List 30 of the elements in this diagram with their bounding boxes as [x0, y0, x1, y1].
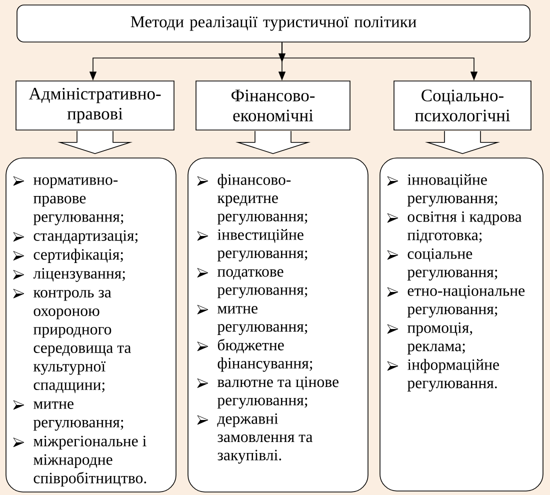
category-box: Фінансово-економічні — [196, 80, 350, 130]
block-arrow — [235, 130, 311, 154]
list-box — [380, 158, 544, 492]
list-item: промоція, реклама; — [407, 322, 472, 354]
title-box: Методи реалізації туристичної політики — [16, 4, 530, 42]
list-item: державні замовлення та закупівлі. — [217, 413, 313, 464]
category-box: Соціально-психологічні — [394, 80, 532, 130]
list-item: соціальне регулювання; — [407, 248, 498, 280]
list-item: митне регулювання; — [33, 401, 124, 431]
list-item: фінансово-кредитне регулювання; — [217, 174, 308, 225]
list-item: нормативно-правове регулювання; — [33, 177, 124, 226]
list-item: бюджетне фінансування; — [218, 338, 312, 372]
list-box — [6, 158, 176, 492]
list-item: стандартизація; — [34, 230, 138, 244]
list-item: ліцензування; — [33, 268, 125, 282]
list-item: інноваційне регулювання; — [407, 174, 498, 206]
list-item: міжрегіональне і міжнародне співробітництво. — [34, 436, 146, 487]
list-item: етно-національне регулювання; — [407, 285, 525, 318]
block-arrow — [424, 130, 500, 154]
list-item: сертифікація; — [34, 248, 123, 263]
list-item: освітня і кадрова підготовка; — [407, 211, 522, 244]
list-item: інвестиційне регулювання; — [217, 229, 308, 262]
block-arrow — [57, 130, 133, 154]
list-item: митне регулювання; — [217, 306, 308, 335]
list-box — [188, 158, 368, 492]
list-item: контроль за охороною природного середовища та культурної спадщини; — [33, 290, 131, 394]
list-item: валютне та цінове регулювання; — [217, 376, 338, 409]
list-item: податкове регулювання; — [217, 269, 308, 298]
category-box: Адміністративно-правові — [16, 80, 174, 130]
list-item: інформаційне регулювання. — [407, 358, 499, 392]
